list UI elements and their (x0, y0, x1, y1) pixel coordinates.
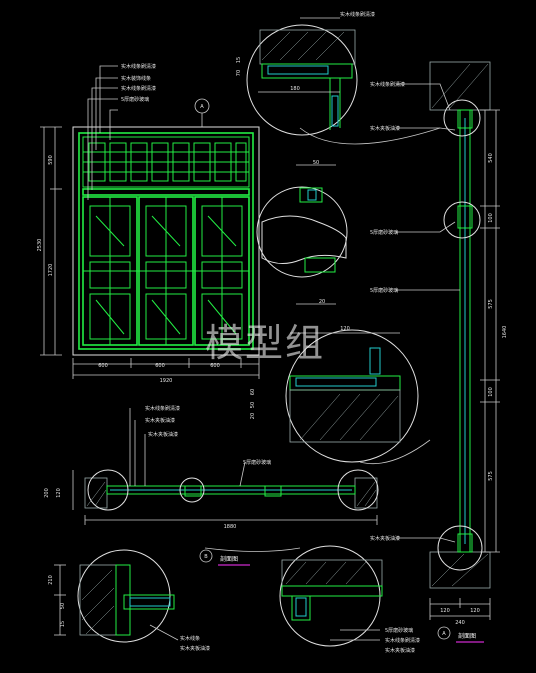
plan-dim-left-1: 200 (44, 488, 50, 498)
detail-mid-dim-2: 20 (319, 299, 325, 305)
section-bottom-dim-1: 120 (440, 608, 450, 614)
upper-lattice (82, 136, 250, 188)
detail-bl-label-2: 实木夹板油漆 (180, 645, 210, 652)
section-dim-3: 575 (488, 299, 494, 309)
section-label-5: 实木夹板油漆 (370, 535, 400, 542)
lower-panels (82, 196, 250, 346)
detail-top-dim-3: 70 (236, 70, 242, 76)
elevation-outer-frame (72, 126, 260, 356)
elev-label-2: 实木装饰线条 (121, 75, 151, 82)
detail-mid (256, 164, 348, 305)
section-dim-total: 1640 (502, 326, 508, 339)
watermark: 模型组 (205, 321, 326, 365)
detail-bl-dim-1: 210 (48, 575, 54, 585)
section-label-1: 实木线条刷清漆 (370, 81, 405, 88)
section-dim-4: 100 (488, 387, 494, 397)
section-dim-2: 100 (488, 213, 494, 223)
section-dim-5: 575 (488, 471, 494, 481)
section-tag (437, 626, 484, 643)
detail-lower-dim-3: 50 (250, 402, 256, 408)
elev-label-1: 实木线条刷清漆 (121, 63, 156, 70)
elevation-left-dims (40, 126, 62, 356)
transom-rail (82, 188, 250, 196)
plan-label-1: 实木线条刷清漆 (145, 405, 180, 412)
plan-label-glass: 5厚磨砂玻璃 (243, 459, 271, 466)
detail-top-dim-2: 15 (236, 57, 242, 63)
vertical-section (396, 61, 500, 620)
elevation-inner-frame (78, 132, 254, 350)
detail-lower-dim-1: 120 (340, 326, 350, 332)
detail-lower-dim-4: 20 (250, 413, 256, 419)
door-elevation: 实木线条刷清漆 实木装饰线条 实木线条刷清漆 5厚磨砂玻璃 A 600 600 … (37, 63, 260, 384)
elev-dim-total: 1920 (160, 378, 173, 384)
detail-br-label-1: 5厚磨砂玻璃 (385, 627, 413, 634)
elev-dim-2: 600 (155, 363, 165, 369)
detail-bl-dim-2: 50 (60, 603, 66, 609)
elev-left-dim-total: 2530 (37, 239, 43, 252)
elev-dim-1: 600 (98, 363, 108, 369)
detail-br-label-2: 实木线条刷清漆 (385, 637, 420, 644)
detail-bl-label-1: 实木线条 (180, 635, 200, 642)
plan-label-3: 实木夹板油漆 (148, 431, 178, 438)
section-dim-1: 540 (488, 153, 494, 163)
detail-br-label-3: 实木夹板油漆 (385, 647, 415, 654)
detail-mid-dim-1: 50 (313, 160, 319, 166)
detail-top (246, 24, 358, 136)
section-label-2: 实木夹板油漆 (370, 125, 400, 132)
detail-bottom-right (279, 545, 383, 647)
detail-bl-dim-3: 15 (60, 621, 66, 627)
elev-tag: A (200, 104, 204, 110)
detail-lower (285, 329, 419, 463)
section-title: 剖面图 (458, 632, 476, 640)
detail-top-label-1: 实木线条刷清漆 (340, 11, 375, 18)
elev-left-dim-1: 590 (48, 155, 54, 165)
elev-label-3: 实木线条刷清漆 (121, 85, 156, 92)
section-bottom-total: 240 (455, 620, 465, 626)
plan-tag-letter: B (204, 554, 208, 560)
plan-dim-total: 1880 (224, 524, 237, 530)
plan-dim-left-2: 120 (56, 488, 62, 498)
plan-section (72, 408, 379, 525)
section-tag-letter: A (442, 631, 446, 637)
detail-lower-dim-2: 60 (250, 389, 256, 395)
elev-label-4: 5厚磨砂玻璃 (121, 96, 149, 103)
plan-title: 剖面图 (220, 555, 238, 563)
section-label-3: 5厚磨砂玻璃 (370, 229, 398, 236)
elev-left-dim-2: 1720 (48, 264, 54, 277)
section-label-4: 5厚磨砂玻璃 (370, 287, 398, 294)
detail-bottom-left (54, 549, 179, 643)
section-bottom-dim-2: 120 (470, 608, 480, 614)
elevation-bottom-dims (72, 358, 260, 379)
detail-top-dim: 180 (290, 86, 300, 92)
plan-section-tag (199, 549, 250, 566)
elev-dim-3: 600 (210, 363, 220, 369)
plan-label-2: 实木夹板油漆 (145, 417, 175, 424)
elevation-leaders (87, 65, 210, 200)
detail-connectors (204, 127, 441, 552)
